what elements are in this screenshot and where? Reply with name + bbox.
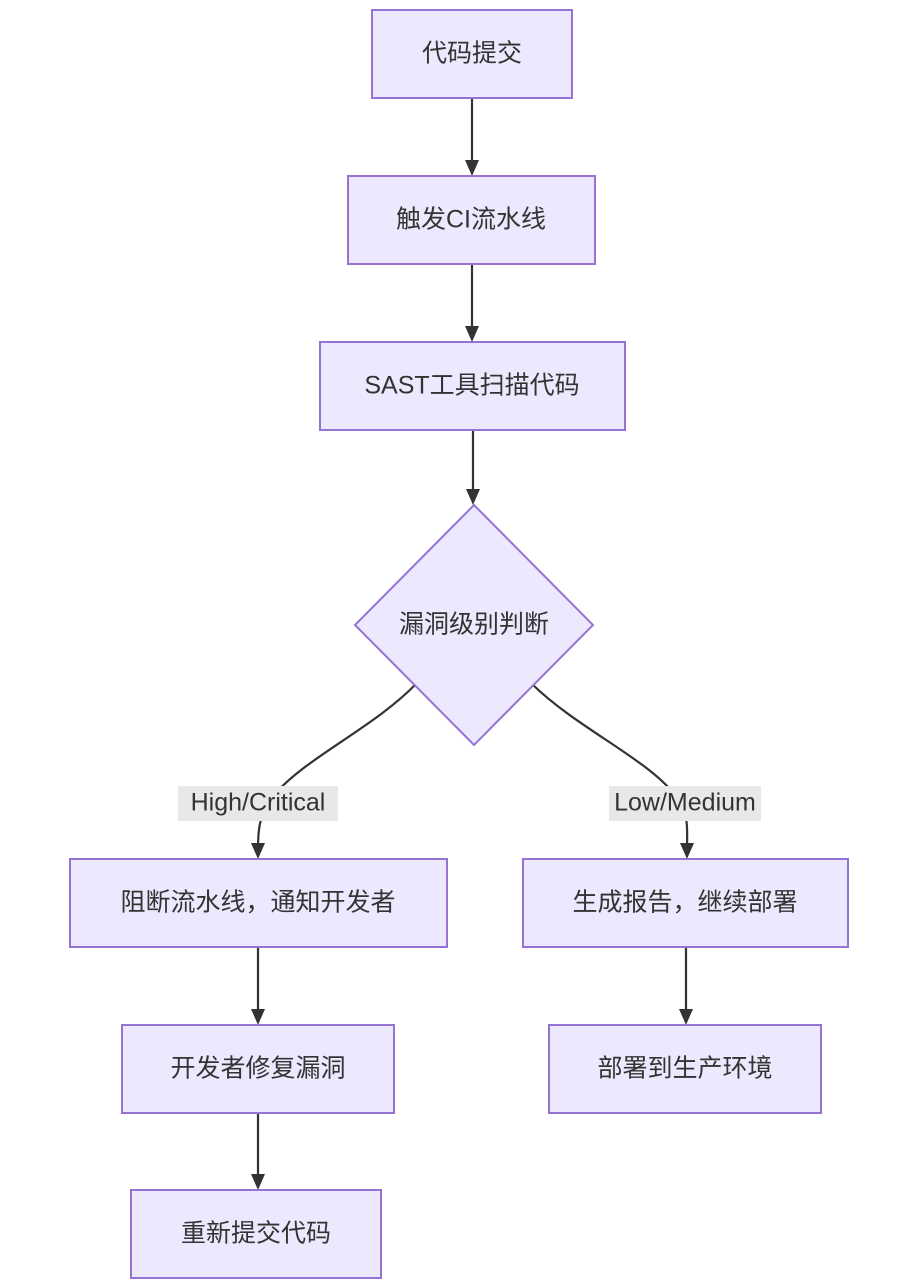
node-box[interactable]	[371, 9, 573, 99]
node-box[interactable]	[69, 858, 448, 948]
edge-fix-to-recommit	[251, 1113, 265, 1190]
edge-line	[256, 683, 417, 850]
node-trigger-ci-pipeline[interactable]: 触发CI流水线	[347, 175, 596, 265]
arrowhead-icon	[679, 1009, 693, 1025]
edge-ci-to-sast	[465, 264, 479, 342]
arrowhead-icon	[680, 843, 694, 859]
node-box[interactable]	[130, 1189, 382, 1279]
node-box[interactable]	[548, 1024, 822, 1114]
edge-report-to-deploy	[679, 947, 693, 1025]
node-generate-report-continue-deploy[interactable]: 生成报告，继续部署	[522, 858, 849, 948]
node-box[interactable]	[121, 1024, 395, 1114]
edge-decision-to-block	[251, 683, 417, 859]
edge-label-background	[609, 786, 761, 821]
edge-label-text: High/Critical	[191, 789, 326, 817]
node-box[interactable]	[319, 341, 626, 431]
node-label: 代码提交	[422, 40, 522, 68]
arrowhead-icon	[251, 843, 265, 859]
node-label: SAST工具扫描代码	[364, 372, 579, 400]
node-code-commit[interactable]: 代码提交	[371, 9, 573, 99]
node-label: 阻断流水线，通知开发者	[120, 889, 395, 917]
node-box[interactable]	[347, 175, 596, 265]
edge-label-text: Low/Medium	[614, 789, 756, 817]
node-label: 触发CI流水线	[396, 206, 546, 234]
arrowhead-icon	[251, 1009, 265, 1025]
edge-decision-to-report	[531, 683, 694, 859]
node-label: 生成报告，继续部署	[572, 889, 797, 917]
arrowhead-icon	[465, 326, 479, 342]
arrowhead-icon	[465, 160, 479, 176]
edge-label-background	[178, 786, 338, 821]
node-label: 开发者修复漏洞	[170, 1055, 345, 1083]
edge-group	[251, 98, 694, 1190]
node-label: 漏洞级别判断	[399, 611, 549, 639]
node-recommit-code[interactable]: 重新提交代码	[130, 1189, 382, 1279]
edge-code-commit-to-ci	[465, 98, 479, 176]
edge-sast-to-decision	[466, 430, 480, 505]
node-block-pipeline-notify-dev[interactable]: 阻断流水线，通知开发者	[69, 858, 448, 948]
node-label: 重新提交代码	[181, 1220, 331, 1248]
edge-line	[531, 683, 689, 850]
node-box[interactable]	[522, 858, 849, 948]
arrowhead-icon	[251, 1174, 265, 1190]
node-developer-fixes-vulnerability[interactable]: 开发者修复漏洞	[121, 1024, 395, 1114]
edge-label-low-medium: Low/Medium	[609, 786, 761, 821]
edge-label-high-critical: High/Critical	[178, 786, 338, 821]
node-group: 代码提交 触发CI流水线 SAST工具扫描代码 漏洞级别判断 阻断流水线，通知开…	[69, 9, 849, 1279]
arrowhead-icon	[466, 489, 480, 505]
node-deploy-to-production[interactable]: 部署到生产环境	[548, 1024, 822, 1114]
edge-label-group: High/Critical Low/Medium	[178, 786, 761, 821]
node-label: 部署到生产环境	[597, 1055, 772, 1083]
edge-block-to-fix	[251, 947, 265, 1025]
decision-diamond[interactable]	[353, 503, 595, 747]
node-sast-scan-code[interactable]: SAST工具扫描代码	[319, 341, 626, 431]
node-vulnerability-level-decision[interactable]: 漏洞级别判断	[353, 503, 595, 747]
